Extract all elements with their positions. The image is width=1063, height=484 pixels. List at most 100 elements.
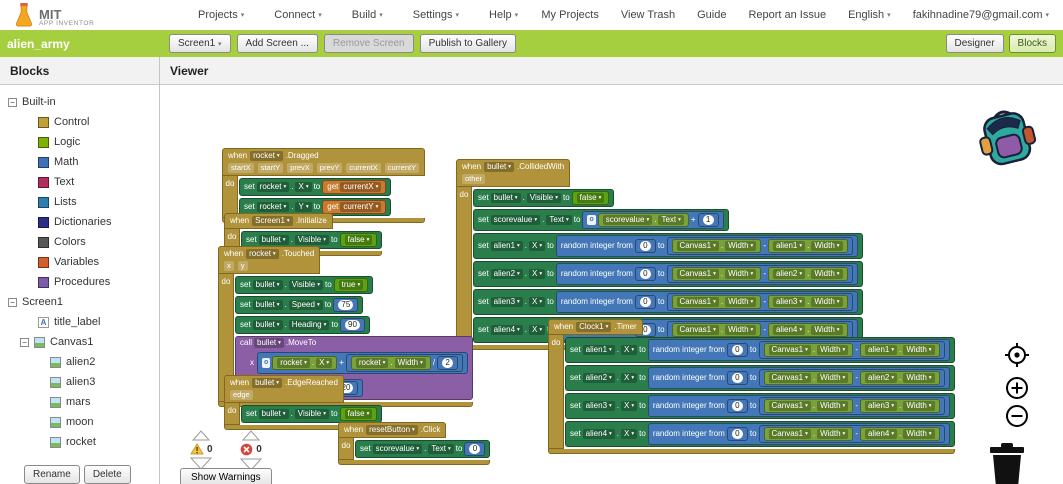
dropdown-Canvas1[interactable]: Canvas1▾: [768, 401, 811, 411]
dropdown-rocket[interactable]: rocket▾: [250, 151, 283, 161]
getter-block[interactable]: Canvas1▾.Width▾: [763, 427, 854, 441]
dropdown-alien1[interactable]: alien1▾: [490, 241, 523, 251]
collapse-up-arrow-icon[interactable]: [242, 430, 260, 441]
dropdown-false[interactable]: false▾: [344, 409, 373, 419]
math-block[interactable]: 0: [726, 371, 748, 385]
dropdown-Visible[interactable]: Visible▾: [294, 409, 329, 419]
math-block[interactable]: 2: [437, 356, 459, 370]
getter-block[interactable]: Canvas1▾.Width▾: [671, 295, 762, 309]
getter-block[interactable]: alien4▾.Width▾: [859, 427, 940, 441]
math-block[interactable]: Canvas1▾.Width▾-alien3▾.Width▾: [666, 293, 853, 311]
number-field[interactable]: 75: [338, 300, 354, 310]
getter-block[interactable]: Canvas1▾.Width▾: [763, 399, 854, 413]
math-block[interactable]: Canvas1▾.Width▾-alien4▾.Width▾: [666, 321, 853, 339]
dropdown-Width[interactable]: Width▾: [903, 345, 935, 355]
dropdown-bullet[interactable]: bullet▾: [258, 235, 289, 245]
dropdown-Width[interactable]: Width▾: [811, 297, 843, 307]
dropdown-Width[interactable]: Width▾: [817, 429, 849, 439]
dropdown-bullet[interactable]: bullet▾: [252, 300, 283, 310]
math-block[interactable]: 0: [726, 343, 748, 357]
show-warnings-button[interactable]: Show Warnings: [180, 468, 272, 484]
dropdown-X[interactable]: X▾: [316, 358, 333, 368]
logic-block[interactable]: false▾: [339, 233, 378, 247]
getter-block[interactable]: Canvas1▾.Width▾: [671, 239, 762, 253]
tree-item-dictionaries[interactable]: Dictionaries: [8, 212, 159, 232]
publish-gallery-button[interactable]: Publish to Gallery: [419, 34, 516, 53]
dropdown-false[interactable]: false▾: [576, 193, 605, 203]
dropdown-bullet[interactable]: bullet▾: [490, 193, 521, 203]
dropdown-Canvas1[interactable]: Canvas1▾: [676, 325, 719, 335]
collapse-down-arrow-icon[interactable]: [190, 457, 213, 470]
tree-item-built-in[interactable]: −Built-in: [8, 92, 159, 112]
dropdown-alien4[interactable]: alien4▾: [864, 429, 898, 439]
delete-button[interactable]: Delete: [83, 465, 131, 484]
dropdown-rocket[interactable]: rocket▾: [246, 249, 279, 259]
dropdown-Width[interactable]: Width▾: [394, 358, 426, 368]
dropdown-alien2[interactable]: alien2▾: [772, 269, 806, 279]
dropdown-X[interactable]: X▾: [295, 182, 312, 192]
menu-connect[interactable]: Connect▾: [274, 9, 322, 21]
link-fakihnadine79-gmail-com[interactable]: fakihnadine79@gmail.com▾: [913, 9, 1049, 21]
math-block[interactable]: Canvas1▾.Width▾-alien4▾.Width▾: [758, 425, 945, 443]
dropdown-Width[interactable]: Width▾: [817, 373, 849, 383]
dropdown-X[interactable]: X▾: [529, 269, 546, 279]
math-block[interactable]: 0: [726, 427, 748, 441]
math-block[interactable]: 75: [333, 298, 359, 312]
dropdown-bullet[interactable]: bullet▾: [252, 320, 283, 330]
dropdown-X[interactable]: X▾: [621, 345, 638, 355]
app-inventor-logo[interactable]: MIT APP INVENTOR: [14, 3, 164, 27]
tree-item-alien3[interactable]: alien3: [8, 372, 159, 392]
tree-item-variables[interactable]: Variables: [8, 252, 159, 272]
tree-item-screen1[interactable]: −Screen1: [8, 292, 159, 312]
trash-can-icon[interactable]: [984, 443, 1030, 484]
mutator-icon[interactable]: o: [262, 358, 271, 368]
tree-item-logic[interactable]: Logic: [8, 132, 159, 152]
dropdown-alien4[interactable]: alien4▾: [772, 325, 806, 335]
mutator-icon[interactable]: o: [587, 215, 596, 225]
dropdown-rocket[interactable]: rocket▾: [256, 182, 290, 192]
dropdown-currentX[interactable]: currentX▾: [340, 182, 382, 192]
math-block[interactable]: 0: [634, 267, 656, 281]
math-block[interactable]: Canvas1▾.Width▾-alien3▾.Width▾: [758, 397, 945, 415]
number-field[interactable]: 90: [345, 320, 360, 330]
math-block[interactable]: 90: [340, 318, 365, 332]
math-block[interactable]: Canvas1▾.Width▾-alien1▾.Width▾: [758, 341, 945, 359]
backpack-icon[interactable]: [975, 105, 1041, 174]
link-report-an-issue[interactable]: Report an Issue: [748, 9, 826, 21]
dropdown-Visible[interactable]: Visible▾: [294, 235, 329, 245]
dropdown-Canvas1[interactable]: Canvas1▾: [768, 345, 811, 355]
link-english[interactable]: English▾: [848, 9, 891, 21]
dropdown-alien1[interactable]: alien1▾: [582, 345, 615, 355]
center-blocks-button[interactable]: [1005, 343, 1029, 370]
dropdown-true[interactable]: true▾: [338, 280, 364, 290]
dropdown-Width[interactable]: Width▾: [811, 269, 843, 279]
dropdown-bullet[interactable]: bullet▾: [252, 280, 283, 290]
logic-block[interactable]: true▾: [333, 278, 369, 292]
collapse-toggle-icon[interactable]: −: [8, 97, 17, 107]
dropdown-Canvas1[interactable]: Canvas1▾: [768, 429, 811, 439]
getter-block[interactable]: alien2▾.Width▾: [859, 371, 940, 385]
tree-item-control[interactable]: Control: [8, 112, 159, 132]
dropdown-resetButton[interactable]: resetButton▾: [366, 425, 418, 435]
dropdown-rocket[interactable]: rocket▾: [355, 358, 389, 368]
math-block[interactable]: Canvas1▾.Width▾-alien1▾.Width▾: [666, 237, 853, 255]
tree-item-moon[interactable]: moon: [8, 412, 159, 432]
dropdown-alien2[interactable]: alien2▾: [490, 269, 523, 279]
